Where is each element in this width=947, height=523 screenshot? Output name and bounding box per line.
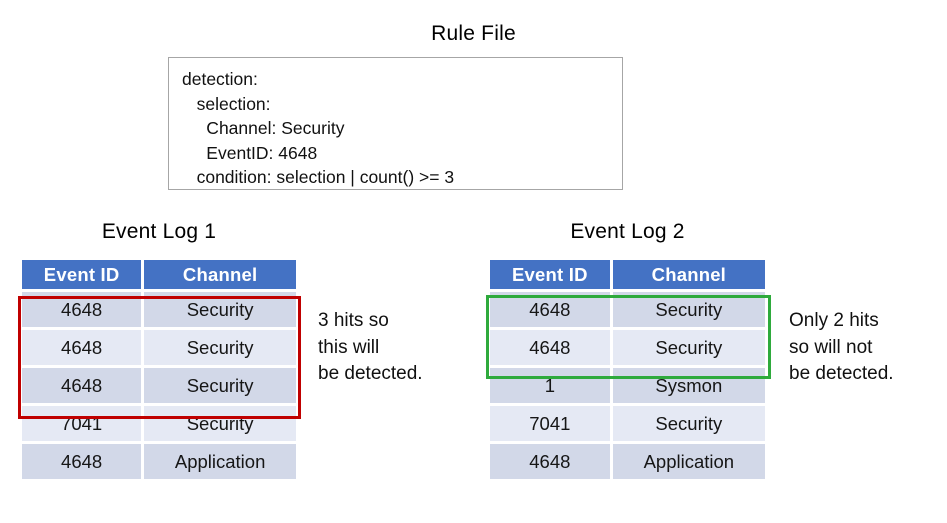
cell-channel: Security — [144, 368, 296, 403]
cell-event-id: 4648 — [22, 330, 142, 365]
table-row[interactable]: 4648 Security — [22, 292, 296, 327]
table-row[interactable]: 1 Sysmon — [490, 368, 765, 403]
cell-channel: Application — [144, 444, 296, 479]
cell-event-id: 7041 — [22, 406, 142, 441]
rule-file-line-3: EventID: 4648 — [182, 142, 318, 163]
rule-file-line-0: detection: — [182, 69, 258, 89]
cell-channel: Security — [612, 292, 765, 327]
cell-event-id: 4648 — [490, 330, 610, 365]
column-header-event-id: Event ID — [490, 260, 610, 289]
event-log-2-block: Event Log 2 Event ID Channel 4648 Securi… — [487, 220, 768, 502]
table-header-row: Event ID Channel — [22, 260, 296, 289]
cell-event-id: 4648 — [22, 368, 142, 403]
event-log-2-title-text: Event Log 2 — [570, 220, 685, 243]
table-row[interactable]: 4648 Application — [490, 444, 765, 479]
note-event-log-2: Only 2 hits so will not be detected. — [789, 310, 894, 384]
rule-file-line-1: selection: — [182, 93, 271, 114]
column-header-event-id: Event ID — [22, 260, 142, 289]
event-log-1-title: Event Log 1 — [19, 220, 299, 244]
table-row[interactable]: 7041 Security — [490, 406, 765, 441]
cell-channel: Application — [612, 444, 765, 479]
cell-event-id: 4648 — [22, 292, 142, 327]
rule-file-title: Rule File — [0, 22, 947, 46]
cell-channel: Security — [144, 406, 296, 441]
cell-event-id: 7041 — [490, 406, 610, 441]
event-log-1-table: Event ID Channel 4648 Security 4648 Secu… — [19, 257, 299, 482]
cell-channel: Security — [144, 330, 296, 365]
table-header-row: Event ID Channel — [490, 260, 765, 289]
event-log-2-title: Event Log 2 — [487, 220, 768, 244]
table-row[interactable]: 4648 Security — [490, 330, 765, 365]
cell-event-id: 1 — [490, 368, 610, 403]
cell-channel: Security — [144, 292, 296, 327]
event-log-1-title-text: Event Log 1 — [101, 220, 217, 243]
event-log-1-block: Event Log 1 Event ID Channel 4648 Securi… — [19, 220, 299, 502]
cell-channel: Sysmon — [612, 368, 765, 403]
table-row[interactable]: 4648 Security — [490, 292, 765, 327]
rule-file-line-2: Channel: Security — [182, 118, 345, 138]
table-row[interactable]: 4648 Security — [22, 368, 296, 403]
cell-event-id: 4648 — [490, 292, 610, 327]
cell-channel: Security — [612, 330, 765, 365]
table-row[interactable]: 4648 Security — [22, 330, 296, 365]
column-header-channel: Channel — [612, 260, 765, 289]
column-header-channel: Channel — [144, 260, 296, 289]
note-event-log-1: 3 hits so this will be detected. — [318, 310, 423, 384]
rule-file-title-text: Rule File — [431, 22, 516, 45]
event-log-2-table: Event ID Channel 4648 Security 4648 Secu… — [487, 257, 768, 482]
table-row[interactable]: 4648 Application — [22, 444, 296, 479]
cell-event-id: 4648 — [22, 444, 142, 479]
cell-channel: Security — [612, 406, 765, 441]
table-row[interactable]: 7041 Security — [22, 406, 296, 441]
cell-event-id: 4648 — [490, 444, 610, 479]
rule-file-line-4: condition: selection | count() >= 3 — [182, 167, 455, 187]
rule-file-box: detection: selection: Channel: Security … — [168, 57, 623, 190]
